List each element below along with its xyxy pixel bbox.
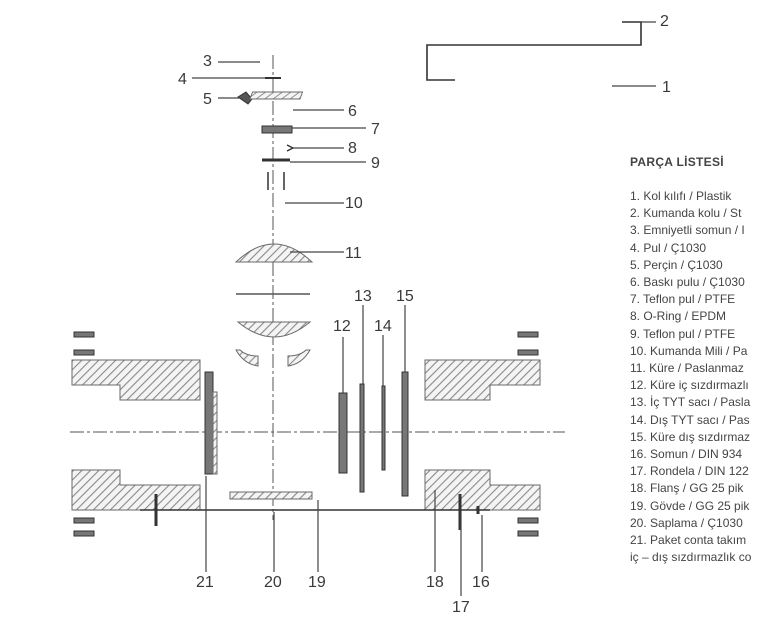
parts-list-items: 1. Kol kılıfı / Plastik 2. Kumanda kolu /… (630, 188, 768, 566)
parts-list-item: 8. O-Ring / EPDM (630, 309, 727, 324)
parts-list-item: 14. Dış TYT sacı / Pas (630, 412, 750, 427)
callout-11: 11 (345, 245, 362, 262)
parts-list-item: 3. Emniyetli somun / I (630, 223, 745, 238)
callout-12: 12 (333, 318, 351, 335)
parts-list-item: 5. Perçin / Ç1030 (630, 257, 723, 272)
parts-list-item: 13. İç TYT sacı / Pasla (630, 395, 751, 410)
callout-numbers: 1 2 3 4 5 6 7 8 9 10 11 12 13 14 15 16 1… (178, 13, 671, 616)
ball-part (234, 243, 314, 367)
callout-18: 18 (426, 574, 444, 591)
callout-13: 13 (354, 288, 372, 305)
parts-list-item: 4. Pul / Ç1030 (630, 240, 707, 255)
parts-list-item: 17. Rondela / DIN 122 (630, 464, 749, 479)
callout-9: 9 (371, 155, 380, 172)
parts-list-item: 9. Teflon pul / PTFE (630, 326, 736, 341)
callout-5: 5 (203, 91, 212, 108)
body-section-right (424, 331, 541, 537)
callout-16: 16 (472, 574, 490, 591)
callout-10: 10 (345, 195, 363, 212)
parts-list-item: 20. Saplama / Ç1030 (630, 515, 743, 530)
parts-list-item: 7. Teflon pul / PTFE (630, 292, 736, 307)
body-section-left (71, 331, 218, 537)
parts-list-item: 11. Küre / Paslanmaz (630, 361, 744, 376)
callout-6: 6 (348, 103, 357, 120)
parts-list-item: 21. Paket conta takım (630, 533, 747, 548)
bolt-parts (140, 491, 490, 530)
leader-lines (192, 21, 656, 596)
stem-top-parts (237, 77, 304, 190)
callout-8: 8 (348, 140, 357, 157)
parts-list-item: 19. Gövde / GG 25 pik (630, 498, 750, 513)
callout-4: 4 (178, 71, 187, 88)
callout-2: 2 (660, 13, 669, 30)
callout-21: 21 (196, 574, 214, 591)
parts-list-item: 12. Küre iç sızdırmazlı (630, 378, 749, 393)
parts-list-item: 2. Kumanda kolu / St (630, 206, 742, 221)
parts-list-item: 1. Kol kılıfı / Plastik (630, 189, 732, 203)
callout-14: 14 (374, 318, 392, 335)
callout-17: 17 (452, 599, 470, 616)
callout-1: 1 (662, 79, 671, 96)
handle-part (426, 21, 642, 81)
seat-and-sheet-parts (338, 371, 409, 497)
callout-7: 7 (371, 121, 380, 138)
parts-list-title: PARÇA LİSTESİ (630, 155, 724, 169)
callout-20: 20 (264, 574, 282, 591)
callout-15: 15 (396, 288, 414, 305)
parts-list-item: 15. Küre dış sızdırmaz (630, 429, 751, 444)
parts-list-item: 10. Kumanda Mili / Pa (630, 343, 748, 358)
callout-3: 3 (203, 53, 212, 70)
callout-19: 19 (308, 574, 326, 591)
parts-list: PARÇA LİSTESİ 1. Kol kılıfı / Plastik 2. … (630, 155, 768, 575)
parts-list-item: 18. Flanş / GG 25 pik (630, 481, 744, 496)
parts-list-item: iç – dış sızdırmazlık co (630, 550, 752, 565)
parts-list-item: 16. Somun / DIN 934 (630, 447, 743, 462)
parts-list-item: 6. Baskı pulu / Ç1030 (630, 275, 745, 290)
